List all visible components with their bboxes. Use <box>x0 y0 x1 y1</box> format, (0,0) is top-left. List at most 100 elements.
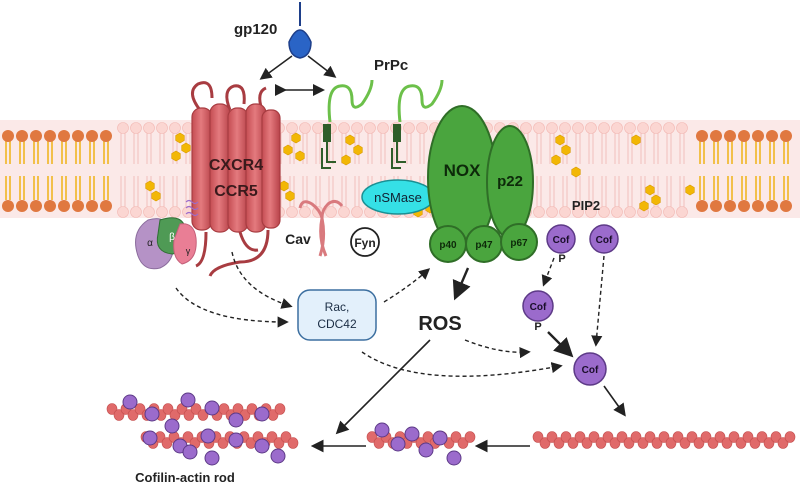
cholesterol-icon <box>291 132 301 144</box>
actin-monomer <box>106 403 118 415</box>
lipid-head <box>710 130 722 142</box>
cholesterol-icon <box>645 184 655 196</box>
actin-monomer <box>560 431 572 443</box>
fyn-icon <box>350 227 380 257</box>
lipid-head <box>117 206 129 218</box>
cofilin-bound-icon <box>270 448 286 464</box>
lipid-head <box>546 206 558 218</box>
cofilin-bound-icon <box>204 450 220 466</box>
actin-monomer <box>637 437 649 449</box>
actin-monomer <box>714 431 726 443</box>
cholesterol-icon <box>151 190 161 202</box>
gp120-icon <box>288 2 312 59</box>
cofilin-bound-icon <box>254 406 270 422</box>
lipid-head <box>752 130 764 142</box>
actin-monomer <box>553 437 565 449</box>
cxcr4-label: CXCR4 <box>209 157 263 174</box>
prpc-label: PrPc <box>374 57 408 74</box>
actin-monomer <box>679 437 691 449</box>
lipid-head <box>30 130 42 142</box>
actin-monomer <box>373 437 385 449</box>
actin-monomer <box>366 431 378 443</box>
arrow-gp120-to-prpc <box>307 55 337 78</box>
lipid-head <box>724 130 736 142</box>
cofilin-bound-icon <box>164 418 180 434</box>
lipid-head <box>572 206 584 218</box>
actin-filament-bare <box>532 431 796 449</box>
rac-cdc42-box <box>297 289 377 341</box>
lipid-head <box>663 206 675 218</box>
cholesterol-icon <box>145 180 155 192</box>
phospho-label-2: P <box>534 321 541 333</box>
cofilin-bound-icon <box>180 392 196 408</box>
cof-label-2: Cof <box>596 235 613 246</box>
lipid-head <box>598 122 610 134</box>
cholesterol-icon <box>631 134 641 146</box>
actin-monomer <box>450 431 462 443</box>
lipid-head <box>2 130 14 142</box>
lipid-head <box>58 200 70 212</box>
lipid-head <box>650 206 662 218</box>
lipid-head <box>44 200 56 212</box>
actin-monomer <box>749 437 761 449</box>
cholesterol-icon <box>353 144 363 156</box>
lipid-head <box>676 206 688 218</box>
cholesterol-icon <box>283 144 293 156</box>
lipid-head <box>169 206 181 218</box>
lipid-head <box>611 122 623 134</box>
lipid-head <box>780 130 792 142</box>
p67-icon <box>500 223 538 261</box>
cofilin-bound-icon <box>228 412 244 428</box>
actin-monomer <box>217 437 229 449</box>
lipid-head <box>585 122 597 134</box>
lipid-head <box>377 122 389 134</box>
cholesterol-icon <box>171 150 181 162</box>
lipid-head <box>130 122 142 134</box>
ros-label: ROS <box>418 313 461 335</box>
caveolin-label: Cav <box>285 231 311 247</box>
lipid-head <box>533 206 545 218</box>
actin-monomer <box>546 431 558 443</box>
lipid-head <box>637 122 649 134</box>
actin-monomer <box>672 431 684 443</box>
actin-monomer <box>273 437 285 449</box>
actin-monomer <box>280 431 292 443</box>
lipid-head <box>143 122 155 134</box>
lipid-head <box>710 200 722 212</box>
arrow-gp120-to-cxcr4 <box>259 55 293 80</box>
lipid-head <box>286 206 298 218</box>
lipid-head <box>299 206 311 218</box>
actin-monomer <box>581 437 593 449</box>
lipid-head <box>16 130 28 142</box>
actin-monomer <box>665 437 677 449</box>
actin-monomer <box>623 437 635 449</box>
lipid-head <box>738 200 750 212</box>
cholesterol-icon <box>181 142 191 154</box>
g-gamma-label: γ <box>186 246 191 256</box>
lipid-head <box>86 130 98 142</box>
actin-monomer <box>588 431 600 443</box>
lipid-head <box>752 200 764 212</box>
actin-monomer <box>630 431 642 443</box>
actin-monomer <box>651 437 663 449</box>
cofilin-phospho-membrane-icon <box>546 224 576 254</box>
cholesterol-icon <box>551 154 561 166</box>
lipid-head <box>533 122 545 134</box>
lipid-head <box>58 130 70 142</box>
cxcr4-ccr5-receptor <box>191 81 281 277</box>
actin-monomer <box>763 437 775 449</box>
cofilin-bound-icon <box>446 450 462 466</box>
lipid-head <box>572 122 584 134</box>
cofilin-membrane-icon <box>589 224 619 254</box>
lipid-stack-left <box>2 130 112 212</box>
lipid-head <box>351 122 363 134</box>
lipid-head <box>724 200 736 212</box>
rac-label: Rac, <box>325 300 350 314</box>
lipid-head <box>696 200 708 212</box>
nox-label: NOX <box>444 161 482 180</box>
g-beta-label: β <box>169 232 175 243</box>
lipid-head <box>738 130 750 142</box>
cdc42-label: CDC42 <box>317 317 357 331</box>
cofilin-bound-icon <box>374 422 390 438</box>
actin-monomer <box>728 431 740 443</box>
